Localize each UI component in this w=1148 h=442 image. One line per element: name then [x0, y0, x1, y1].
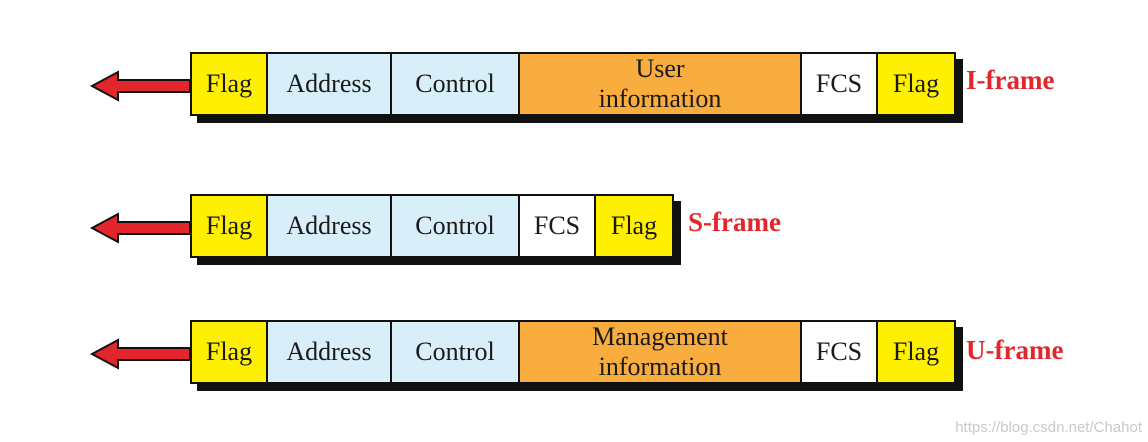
info-line-1: Management [592, 322, 728, 351]
management-information-field: Management information [520, 322, 802, 382]
info-line-2: information [598, 84, 722, 113]
address-field: Address [268, 54, 392, 114]
left-arrow-icon [89, 212, 191, 244]
s-frame-label: S-frame [688, 207, 781, 237]
left-arrow-icon [89, 338, 191, 370]
flag-field: Flag [878, 322, 954, 382]
left-arrow-icon [89, 70, 191, 102]
user-information-field: User information [520, 54, 802, 114]
i-frame-label: I-frame [966, 65, 1055, 95]
u-frame-row: Flag Address Control Management informat… [0, 320, 1148, 400]
flag-field: Flag [192, 196, 268, 256]
i-frame-row: Flag Address Control User information FC… [0, 46, 1148, 126]
flag-field: Flag [192, 322, 268, 382]
watermark: https://blog.csdn.net/Chahot [955, 419, 1142, 436]
address-field: Address [268, 322, 392, 382]
control-field: Control [392, 54, 520, 114]
address-field: Address [268, 196, 392, 256]
fcs-field: FCS [802, 54, 878, 114]
flag-field: Flag [878, 54, 954, 114]
s-frame-row: Flag Address Control FCS Flag S-frame [0, 188, 1148, 268]
fcs-field: FCS [802, 322, 878, 382]
info-line-2: information [598, 352, 722, 381]
control-field: Control [392, 196, 520, 256]
u-frame-diagram: Flag Address Control Management informat… [190, 320, 956, 384]
flag-field: Flag [192, 54, 268, 114]
s-frame-diagram: Flag Address Control FCS Flag [190, 194, 674, 258]
fcs-field: FCS [520, 196, 596, 256]
i-frame-diagram: Flag Address Control User information FC… [190, 52, 956, 116]
info-line-1: User [635, 54, 685, 83]
flag-field: Flag [596, 196, 672, 256]
u-frame-label: U-frame [966, 335, 1064, 365]
control-field: Control [392, 322, 520, 382]
